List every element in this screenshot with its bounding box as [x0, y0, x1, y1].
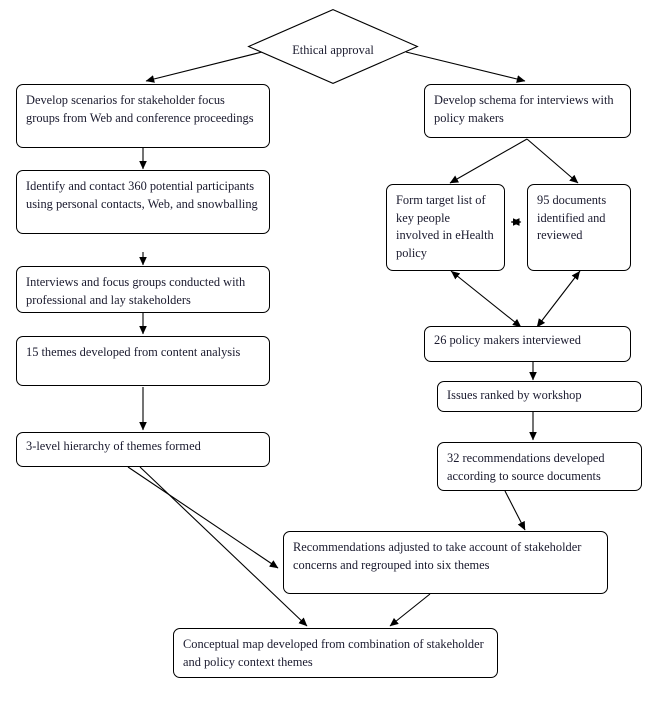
diamond-shape	[247, 8, 419, 85]
edge-schema-to-documents	[526, 138, 579, 184]
node-form-target-list[interactable]: Form target list of key people involved …	[386, 184, 505, 271]
edge-recommendations-to-adjusted	[504, 490, 526, 531]
edge-target-list-to-policy-makers	[450, 270, 522, 328]
edge-documents-to-policy-makers	[536, 270, 581, 328]
edge-ethical-to-develop-scenarios	[145, 51, 263, 83]
node-themes-developed[interactable]: 15 themes developed from content analysi…	[16, 336, 270, 386]
edge-adjusted-to-conceptual-map	[389, 593, 431, 627]
node-policy-makers-interviewed[interactable]: 26 policy makers interviewed	[424, 326, 631, 362]
node-recommendations-adjusted[interactable]: Recommendations adjusted to take account…	[283, 531, 608, 594]
node-documents-reviewed[interactable]: 95 documents identified and reviewed	[527, 184, 631, 271]
node-identify-contact[interactable]: Identify and contact 360 potential parti…	[16, 170, 270, 234]
edge-schema-to-target-list	[449, 138, 528, 184]
edge-hierarchy-to-conceptual-map	[139, 466, 308, 627]
node-interviews-focus-groups[interactable]: Interviews and focus groups conducted wi…	[16, 266, 270, 313]
node-develop-scenarios[interactable]: Develop scenarios for stakeholder focus …	[16, 84, 270, 148]
edge-hierarchy-to-recommendations-adjusted	[127, 466, 279, 569]
node-issues-ranked[interactable]: Issues ranked by workshop	[437, 381, 642, 412]
edge-ethical-to-develop-schema	[405, 51, 526, 83]
node-hierarchy-formed[interactable]: 3-level hierarchy of themes formed	[16, 432, 270, 467]
node-ethical-approval[interactable]: Ethical approval	[247, 8, 419, 85]
node-recommendations-developed[interactable]: 32 recommendations developed according t…	[437, 442, 642, 491]
node-develop-schema[interactable]: Develop schema for interviews with polic…	[424, 84, 631, 138]
node-conceptual-map[interactable]: Conceptual map developed from combinatio…	[173, 628, 498, 678]
